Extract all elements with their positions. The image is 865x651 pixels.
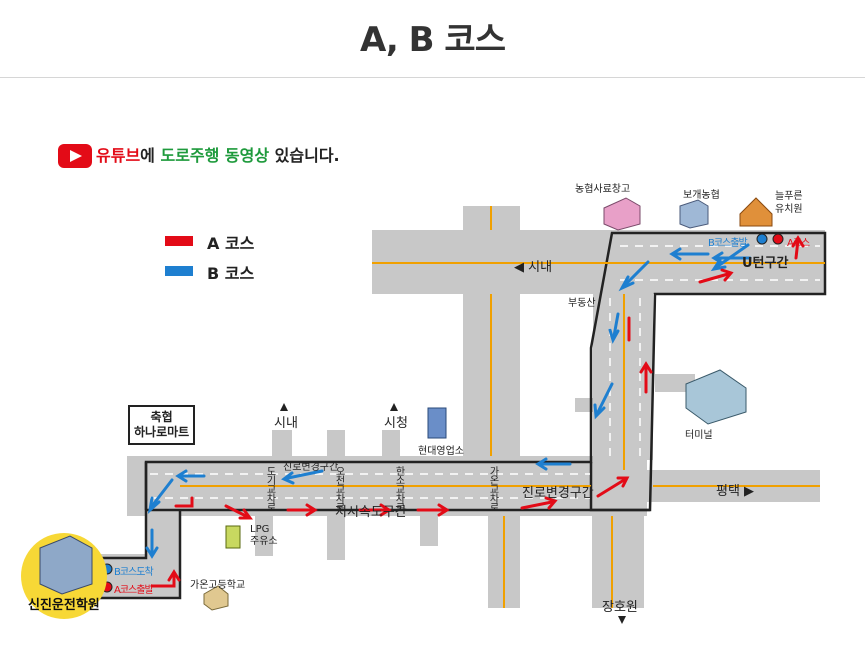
street-1 bbox=[272, 430, 292, 460]
label-bogae-nh: 보개농협 bbox=[683, 190, 720, 201]
label-speed-section: 지시속도구간 bbox=[335, 505, 407, 520]
arrow-janghowon bbox=[618, 616, 626, 624]
label-janghowon: 장호원 bbox=[602, 600, 638, 615]
label-lane-change-mid: 진로변경구간 bbox=[283, 462, 339, 473]
notice-driving-video: 도로주행 동영상 bbox=[160, 146, 270, 165]
legend-swatch-a bbox=[165, 236, 193, 246]
label-intersection-2: 오천교차로 bbox=[333, 466, 344, 511]
course-b-arrows bbox=[145, 243, 752, 559]
course-outline bbox=[98, 231, 827, 600]
legend-b: B 코스 bbox=[207, 264, 255, 283]
street-6 bbox=[655, 374, 695, 392]
page-title: A, B 코스 bbox=[359, 20, 506, 60]
course-map: 유튜브에 도로주행 동영상 있습니다. A 코스 B 코스 농협사료창고 보개농… bbox=[0, 77, 865, 650]
label-city-mid: 시내 bbox=[274, 416, 298, 431]
road-janghowon bbox=[592, 516, 644, 608]
label-terminal: 터미널 bbox=[685, 430, 713, 441]
label-a-course: A코스 bbox=[787, 238, 810, 249]
building-icons bbox=[21, 197, 773, 619]
label-kindergarten: 늘푸른 유치원 bbox=[775, 191, 803, 215]
street-3 bbox=[382, 430, 400, 460]
label-intersection-1: 도기교차로 bbox=[264, 466, 275, 511]
course-outline-inner bbox=[144, 462, 650, 512]
center-lines bbox=[180, 206, 825, 608]
notice-suffix: 있습니다. bbox=[269, 146, 340, 165]
street-4 bbox=[255, 516, 273, 556]
label-lpg: LPG 주유소 bbox=[250, 524, 278, 547]
notice-connector: 에 bbox=[140, 146, 161, 165]
street-5 bbox=[420, 516, 438, 546]
label-b-arrive: B코스도착 bbox=[114, 567, 154, 578]
arrow-city-hall bbox=[390, 403, 398, 411]
legend-swatch-b bbox=[165, 266, 193, 276]
marker-a-course bbox=[772, 233, 784, 245]
label-intersection-4: 가온교차로 bbox=[487, 466, 498, 511]
label-hyundai: 현대영업소 bbox=[418, 446, 464, 457]
arrow-city-mid bbox=[280, 403, 288, 411]
label-intersection-3: 한소교차로 bbox=[393, 466, 404, 511]
lane-dashes bbox=[150, 245, 820, 499]
label-uturn: U턴구간 bbox=[742, 256, 789, 271]
label-academy: 신진운전학원 bbox=[28, 598, 100, 613]
course-a-arrows bbox=[150, 235, 805, 588]
road-map-graphic bbox=[21, 144, 827, 624]
label-city-hall: 시청 bbox=[384, 416, 408, 431]
label-nh-warehouse: 농협사료창고 bbox=[575, 184, 631, 195]
label-city-top: ◀ 시내 bbox=[514, 260, 553, 275]
notice-youtube: 유튜브 bbox=[96, 146, 141, 165]
road-academy bbox=[100, 554, 180, 598]
label-b-start: B코스출발 bbox=[708, 238, 748, 249]
label-budongsan: 부동산 bbox=[568, 298, 596, 309]
sign-hanaro: 축협 하나로마트 bbox=[128, 405, 196, 445]
youtube-icon bbox=[58, 144, 92, 168]
legend-a: A 코스 bbox=[207, 234, 255, 253]
marker-b-start bbox=[756, 233, 768, 245]
label-gaon-school: 가온고등학교 bbox=[190, 580, 246, 591]
label-a-start: A코스출발 bbox=[114, 585, 154, 596]
youtube-notice[interactable]: 유튜브에 도로주행 동영상 있습니다. bbox=[58, 142, 340, 166]
label-lane-change-right: 진로변경구간 bbox=[522, 486, 594, 501]
label-pyeongtaek: 평택 ▶ bbox=[716, 484, 755, 499]
